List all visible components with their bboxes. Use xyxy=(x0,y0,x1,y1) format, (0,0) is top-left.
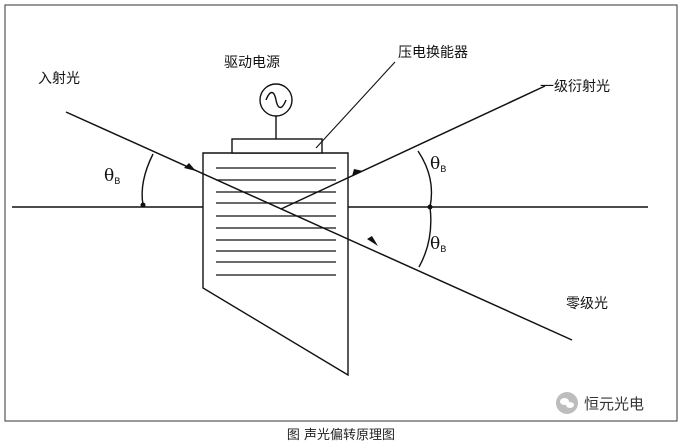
theta-subscript: B xyxy=(440,165,447,175)
watermark-text: 恒元光电 xyxy=(584,394,645,413)
incident-angle-arc xyxy=(141,153,154,206)
zero-order-light-label: 零级光 xyxy=(566,296,608,312)
diagram-stage: 入射光 驱动电源 压电换能器 一级衍射光 零级光 θB θB θB 恒元光电 图… xyxy=(4,4,678,443)
acousto-optic-diagram xyxy=(4,4,678,422)
crystal-body xyxy=(202,152,349,377)
diffraction-angle-arc xyxy=(417,150,433,208)
first-order-ray xyxy=(280,85,546,210)
theta-symbol: θ xyxy=(430,154,441,174)
incident-light-label: 入射光 xyxy=(38,71,80,87)
theta-b-first-order: θB xyxy=(430,154,446,175)
drive-power-label: 驱动电源 xyxy=(224,55,280,71)
theta-symbol: θ xyxy=(104,166,115,186)
incident-arrow xyxy=(184,163,196,171)
first-order-arrow xyxy=(352,169,363,176)
sine-wave-icon xyxy=(265,91,287,109)
incident-angle-dot xyxy=(140,202,146,208)
theta-subscript: B xyxy=(440,245,447,255)
theta-subscript: B xyxy=(114,177,121,187)
wechat-icon xyxy=(556,392,578,414)
first-order-light-label: 一级衍射光 xyxy=(540,79,610,95)
watermark: 恒元光电 xyxy=(556,392,644,414)
theta-b-zero-order: θB xyxy=(430,234,446,255)
figure-frame xyxy=(4,4,678,422)
transducer-plate xyxy=(231,138,323,154)
zero-order-arrow xyxy=(367,236,378,246)
piezo-transducer-label: 压电换能器 xyxy=(398,45,468,61)
zero-order-angle-arc xyxy=(418,206,432,268)
incident-zero-order-ray xyxy=(65,111,573,341)
theta-symbol: θ xyxy=(430,234,441,254)
transducer-leader-line xyxy=(315,61,396,149)
theta-b-incident: θB xyxy=(104,166,120,187)
